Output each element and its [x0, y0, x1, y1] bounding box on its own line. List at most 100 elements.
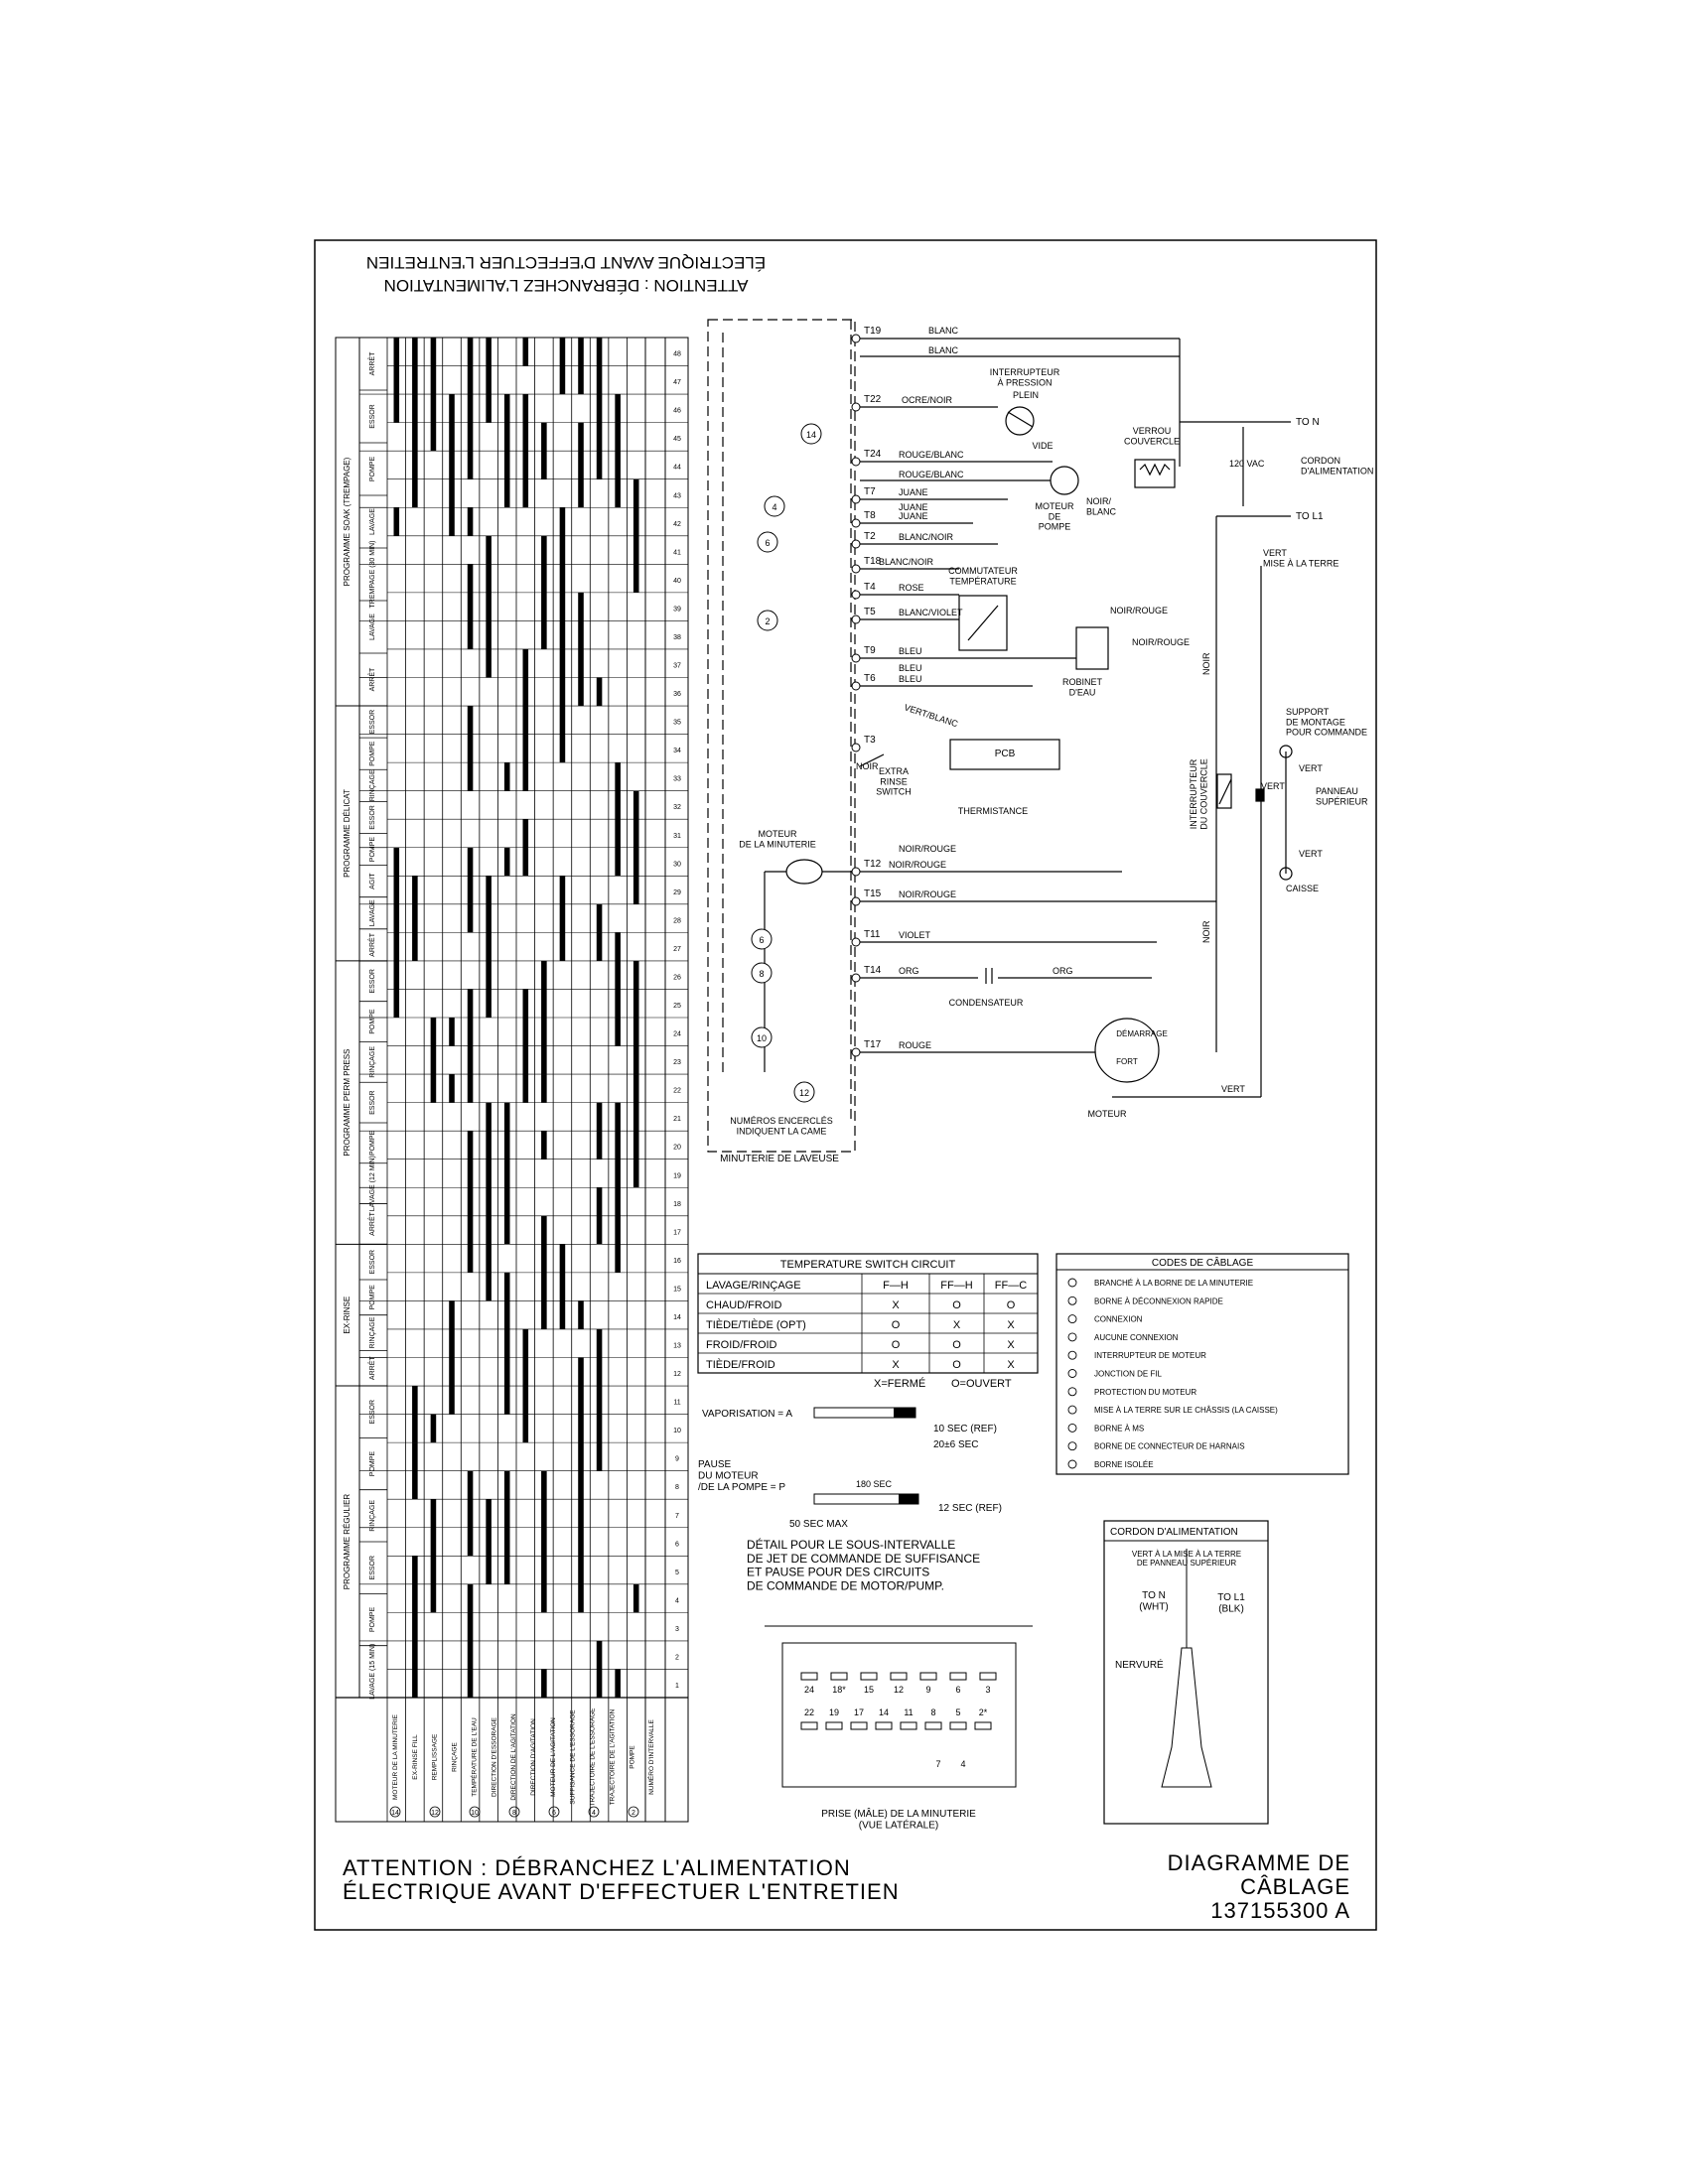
vaporisation-label: VAPORISATION = A [702, 1409, 792, 1420]
cam-bar [467, 847, 474, 933]
timer-dashed-box [707, 319, 856, 1153]
code-item: AUCUNE CONNEXION [1094, 1333, 1179, 1342]
cord-to-n: TO N(WHT) [1139, 1590, 1168, 1613]
attention-flipped-line1: ATTENTION : DÉBRANCHEZ L'ALIMENTATION [384, 276, 749, 295]
temp-table-cell: LAVAGE/RINÇAGE [706, 1280, 801, 1292]
wire-label: BLEU [899, 646, 922, 656]
terminal-label-t7: T7 [864, 486, 876, 497]
temp-table-cell: O [952, 1359, 961, 1371]
legend-row-label: MOTEUR DE LA MINUTERIE [392, 1713, 399, 1800]
plug-pin [924, 1721, 942, 1730]
plug-pin-label: 17 [854, 1707, 864, 1717]
terminal-label-t3: T3 [864, 735, 876, 746]
wire-label: ROUGE [899, 1040, 931, 1050]
code-symbol [1067, 1350, 1077, 1360]
wire-label: OCRE/NOIR [902, 395, 953, 405]
cam-bar [541, 1669, 547, 1698]
cam-bar [467, 338, 474, 479]
timing-12sec: 12 SEC (REF) [938, 1503, 1002, 1514]
cam-bar [430, 1018, 437, 1103]
plug-pin-label: 6 [955, 1685, 960, 1695]
phase-label: ESSOR [369, 1090, 376, 1115]
code-item: BORNE À MS [1094, 1424, 1144, 1433]
temp-table-cell: O [892, 1339, 901, 1351]
terminal-t3 [851, 743, 861, 752]
interval-number: 35 [673, 720, 681, 727]
vaporisation-fill [894, 1408, 915, 1418]
interval-number: 17 [673, 1229, 681, 1236]
interval-number: 31 [673, 833, 681, 840]
terminal-t11 [851, 937, 861, 947]
lid-lock-box [1134, 459, 1176, 488]
code-item: BORNE À DÉCONNEXION RAPIDE [1094, 1297, 1223, 1305]
cam-bar [596, 1102, 603, 1160]
interval-number: 29 [673, 889, 681, 896]
plug-pin [800, 1721, 818, 1730]
terminal-t18 [851, 564, 861, 574]
plug-pin-label: 22 [804, 1707, 814, 1717]
wire-label: ROUGE/BLANC [899, 470, 964, 479]
terminal-label-t24: T24 [864, 449, 882, 460]
temperature-switch-table: TEMPERATURE SWITCH CIRCUITLAVAGE/RINÇAGE… [697, 1253, 1039, 1390]
cam-bar [467, 507, 474, 536]
phase-label: LAVAGE [369, 614, 376, 640]
legend-row-label: POMPE [629, 1745, 635, 1769]
cam-circle [751, 1026, 773, 1048]
wire-label: BLANC/NOIR [899, 532, 954, 542]
interval-number: 15 [673, 1286, 681, 1293]
interval-number: 44 [673, 465, 681, 472]
program-label: PROGRAMME PERM PRESS [343, 1049, 352, 1157]
cam-bar [633, 790, 639, 904]
cam-circle [764, 495, 785, 517]
cam-number: 2 [632, 1810, 635, 1817]
cam-bar [596, 338, 603, 479]
cam-bar [522, 1328, 529, 1443]
cam-number-circle [508, 1806, 520, 1818]
cam-bar [393, 847, 400, 904]
phase-label: POMPE [369, 1285, 376, 1310]
phase-label: POMPE [369, 1130, 376, 1156]
code-item: BRANCHÉ À LA BORNE DE LA MINUTERIE [1094, 1279, 1253, 1288]
temp-table-cell: F—H [883, 1280, 909, 1292]
cam-bar [486, 1159, 492, 1301]
cam-bar [503, 1272, 510, 1415]
plug-pin-label: 14 [879, 1707, 889, 1717]
terminal-label-t4: T4 [864, 582, 876, 593]
phase-label: ARRÊT [367, 1356, 376, 1380]
cam-bar [467, 1131, 474, 1273]
terminal-t8 [851, 518, 861, 528]
phase-label: AGIT [369, 873, 376, 889]
temp-table-cell: X [892, 1299, 900, 1311]
pressure-switch-lever [1007, 411, 1034, 428]
cam-number-circle [548, 1806, 560, 1818]
cam-bar [522, 989, 529, 1103]
cam-bar [486, 338, 492, 423]
pause-fill [899, 1494, 918, 1504]
fort-label: FORT [1116, 1057, 1138, 1066]
cam-circle-label: 8 [759, 969, 764, 979]
terminal-t7 [851, 494, 861, 504]
terminal-t22 [851, 402, 861, 412]
cam-bar [596, 1187, 603, 1245]
phase-label: ARRÊT [367, 667, 376, 691]
plug-pin [900, 1721, 917, 1730]
lid-switch-blade [1218, 778, 1232, 805]
temp-switch-lever [967, 605, 999, 641]
terminal-label-t2: T2 [864, 531, 876, 542]
interval-number: 9 [675, 1456, 679, 1463]
plug-pin-label: 8 [930, 1707, 935, 1717]
cord-to-l1: TO L1(BLK) [1217, 1592, 1245, 1615]
extra-rinse-blade [859, 753, 885, 767]
temp-table-footnote-x: X=FERMÉ [874, 1377, 925, 1390]
wire-label: ORG [1053, 966, 1073, 976]
terminal-t6 [851, 681, 861, 691]
cam-bar [615, 1102, 621, 1245]
timing-detail: VAPORISATION = A10 SEC (REF)20±6 SECPAUS… [698, 1407, 1002, 1592]
temp-table-cell: FF—C [995, 1280, 1027, 1292]
pcb-box [949, 739, 1060, 770]
cord-nervure: NERVURÉ [1115, 1658, 1164, 1671]
program-label: PROGRAMME SOAK (TREMPAGE) [343, 457, 352, 586]
